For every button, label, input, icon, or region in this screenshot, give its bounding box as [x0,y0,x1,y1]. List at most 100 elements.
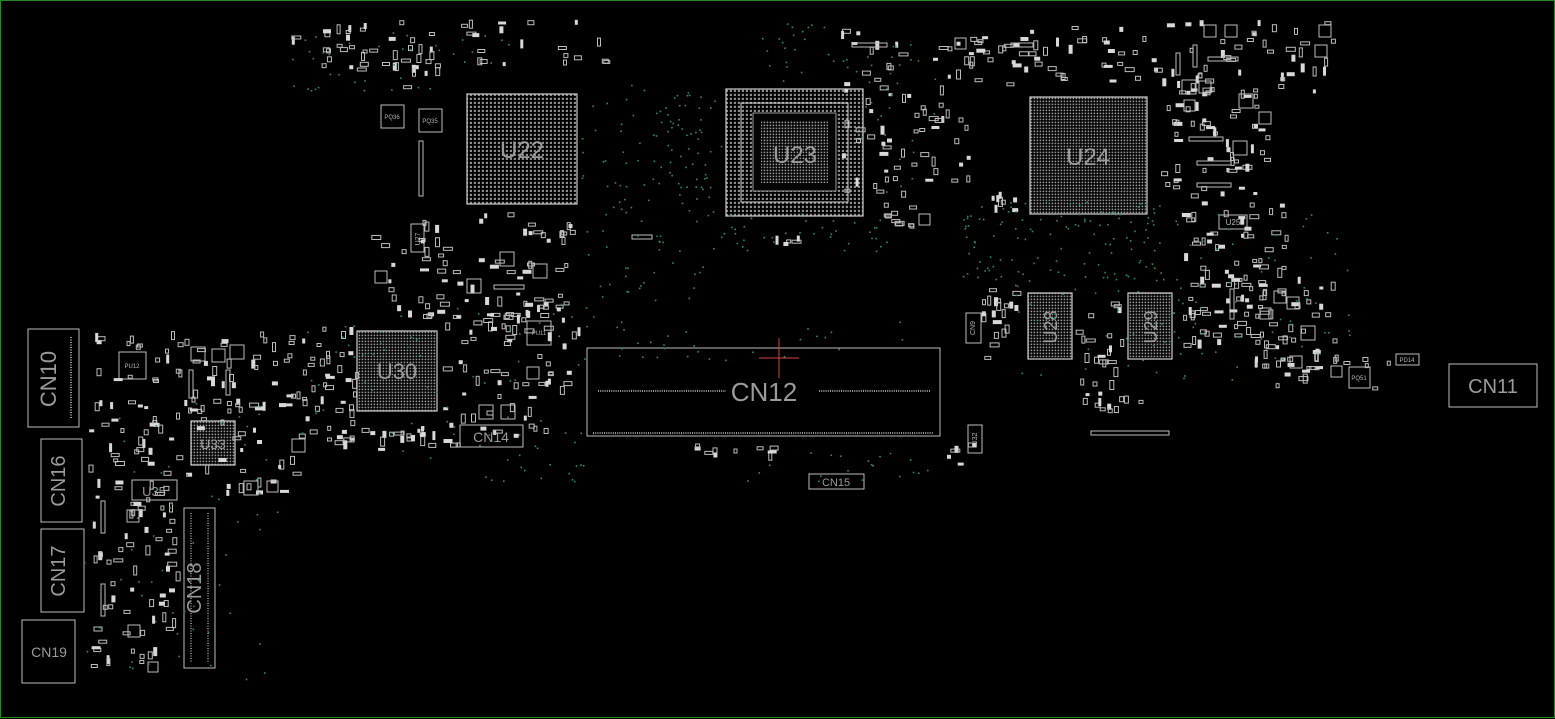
passive-component [1253,264,1262,268]
via [1173,331,1176,333]
via [1172,312,1175,314]
via [1143,241,1146,244]
passive-component [226,489,230,496]
passive-component [1034,56,1041,61]
chip-pq36[interactable]: PQ36 [380,104,405,129]
passive-component [1214,310,1224,314]
via [1033,262,1035,265]
passive-component [1055,72,1064,77]
passive-component [361,427,370,433]
via [1200,257,1202,259]
via [663,344,665,346]
via [1275,234,1278,236]
via [314,88,317,91]
via [1199,284,1201,287]
connector-cn18[interactable]: CN18 [183,507,216,669]
passive-component [1343,361,1351,365]
via [813,232,815,235]
chip-u28[interactable]: U28 [1027,292,1073,360]
passive-component [226,401,232,406]
via [186,474,189,476]
connector-strip [851,42,888,48]
via [694,273,696,276]
passive-component [339,47,348,53]
via [1037,319,1039,322]
ic-component [1232,140,1248,156]
via [1226,215,1228,217]
chip-u29[interactable]: U29 [1127,292,1173,360]
passive-component [280,489,289,493]
passive-component [1280,77,1286,82]
u27-label: U27 [415,232,422,245]
chip-u22[interactable]: U22 [466,93,578,205]
via [1160,272,1162,274]
passive-component [211,378,215,387]
pu11-label: PU11 [532,331,547,337]
connector-cn14[interactable]: CN14 [459,424,524,448]
via [880,245,882,248]
passive-component [164,552,170,556]
chip-pd14[interactable]: PD14 [1395,353,1420,366]
via [988,269,990,272]
chip-u24[interactable]: U24 [1029,96,1148,215]
passive-component [1191,88,1198,92]
passive-component [505,312,514,317]
connector-cn9[interactable]: CN9 [965,312,982,344]
passive-component [420,268,429,272]
chip-pu12[interactable]: PU12 [118,351,147,380]
via [884,134,886,136]
passive-component [512,325,518,335]
via [293,85,295,88]
via [246,425,248,428]
connector-cn16[interactable]: CN16 [40,438,83,523]
via [696,178,698,181]
chip-u25[interactable]: U25 [1218,214,1248,230]
passive-component [176,412,180,420]
via [658,249,661,251]
chip-pq51[interactable]: PQ51 [1348,366,1371,389]
passive-component [1314,366,1320,371]
passive-component [472,33,480,38]
via [1055,260,1058,262]
connector-cn17[interactable]: CN17 [40,528,85,613]
passive-component [421,426,424,432]
passive-component [1298,47,1303,58]
passive-component [1259,295,1264,301]
passive-component [562,343,567,350]
chip-u23[interactable]: U23 [725,88,864,217]
passive-component [1171,68,1175,77]
connector-cn12[interactable]: CN12 [586,347,941,437]
passive-component [480,426,487,431]
via [308,50,311,53]
via [899,158,901,161]
via [1084,368,1087,370]
via [804,38,806,41]
via [580,464,582,466]
via [304,39,307,41]
via [1060,215,1063,218]
passive-component [147,651,153,660]
via [653,134,655,136]
connector-cn15[interactable]: CN15 [808,473,865,490]
chip-u30[interactable]: U30 [356,330,438,412]
connector-cn10[interactable]: CN10 [27,328,80,428]
chip-u35[interactable]: U35 [131,479,178,501]
passive-component [968,52,974,56]
passive-component [92,521,96,529]
via [677,182,680,185]
passive-component [1013,42,1020,47]
via [259,643,261,645]
chip-pq35[interactable]: PQ35 [418,108,443,133]
passive-component [1014,305,1019,311]
passive-component [1297,276,1301,284]
chip-u32[interactable]: U32 [967,424,983,454]
via [380,342,382,345]
connector-cn19[interactable]: CN19 [21,619,76,684]
via [662,241,664,244]
connector-cn11[interactable]: CN11 [1448,363,1538,408]
passive-component [279,459,285,470]
passive-component [1244,311,1250,317]
via [691,163,694,166]
